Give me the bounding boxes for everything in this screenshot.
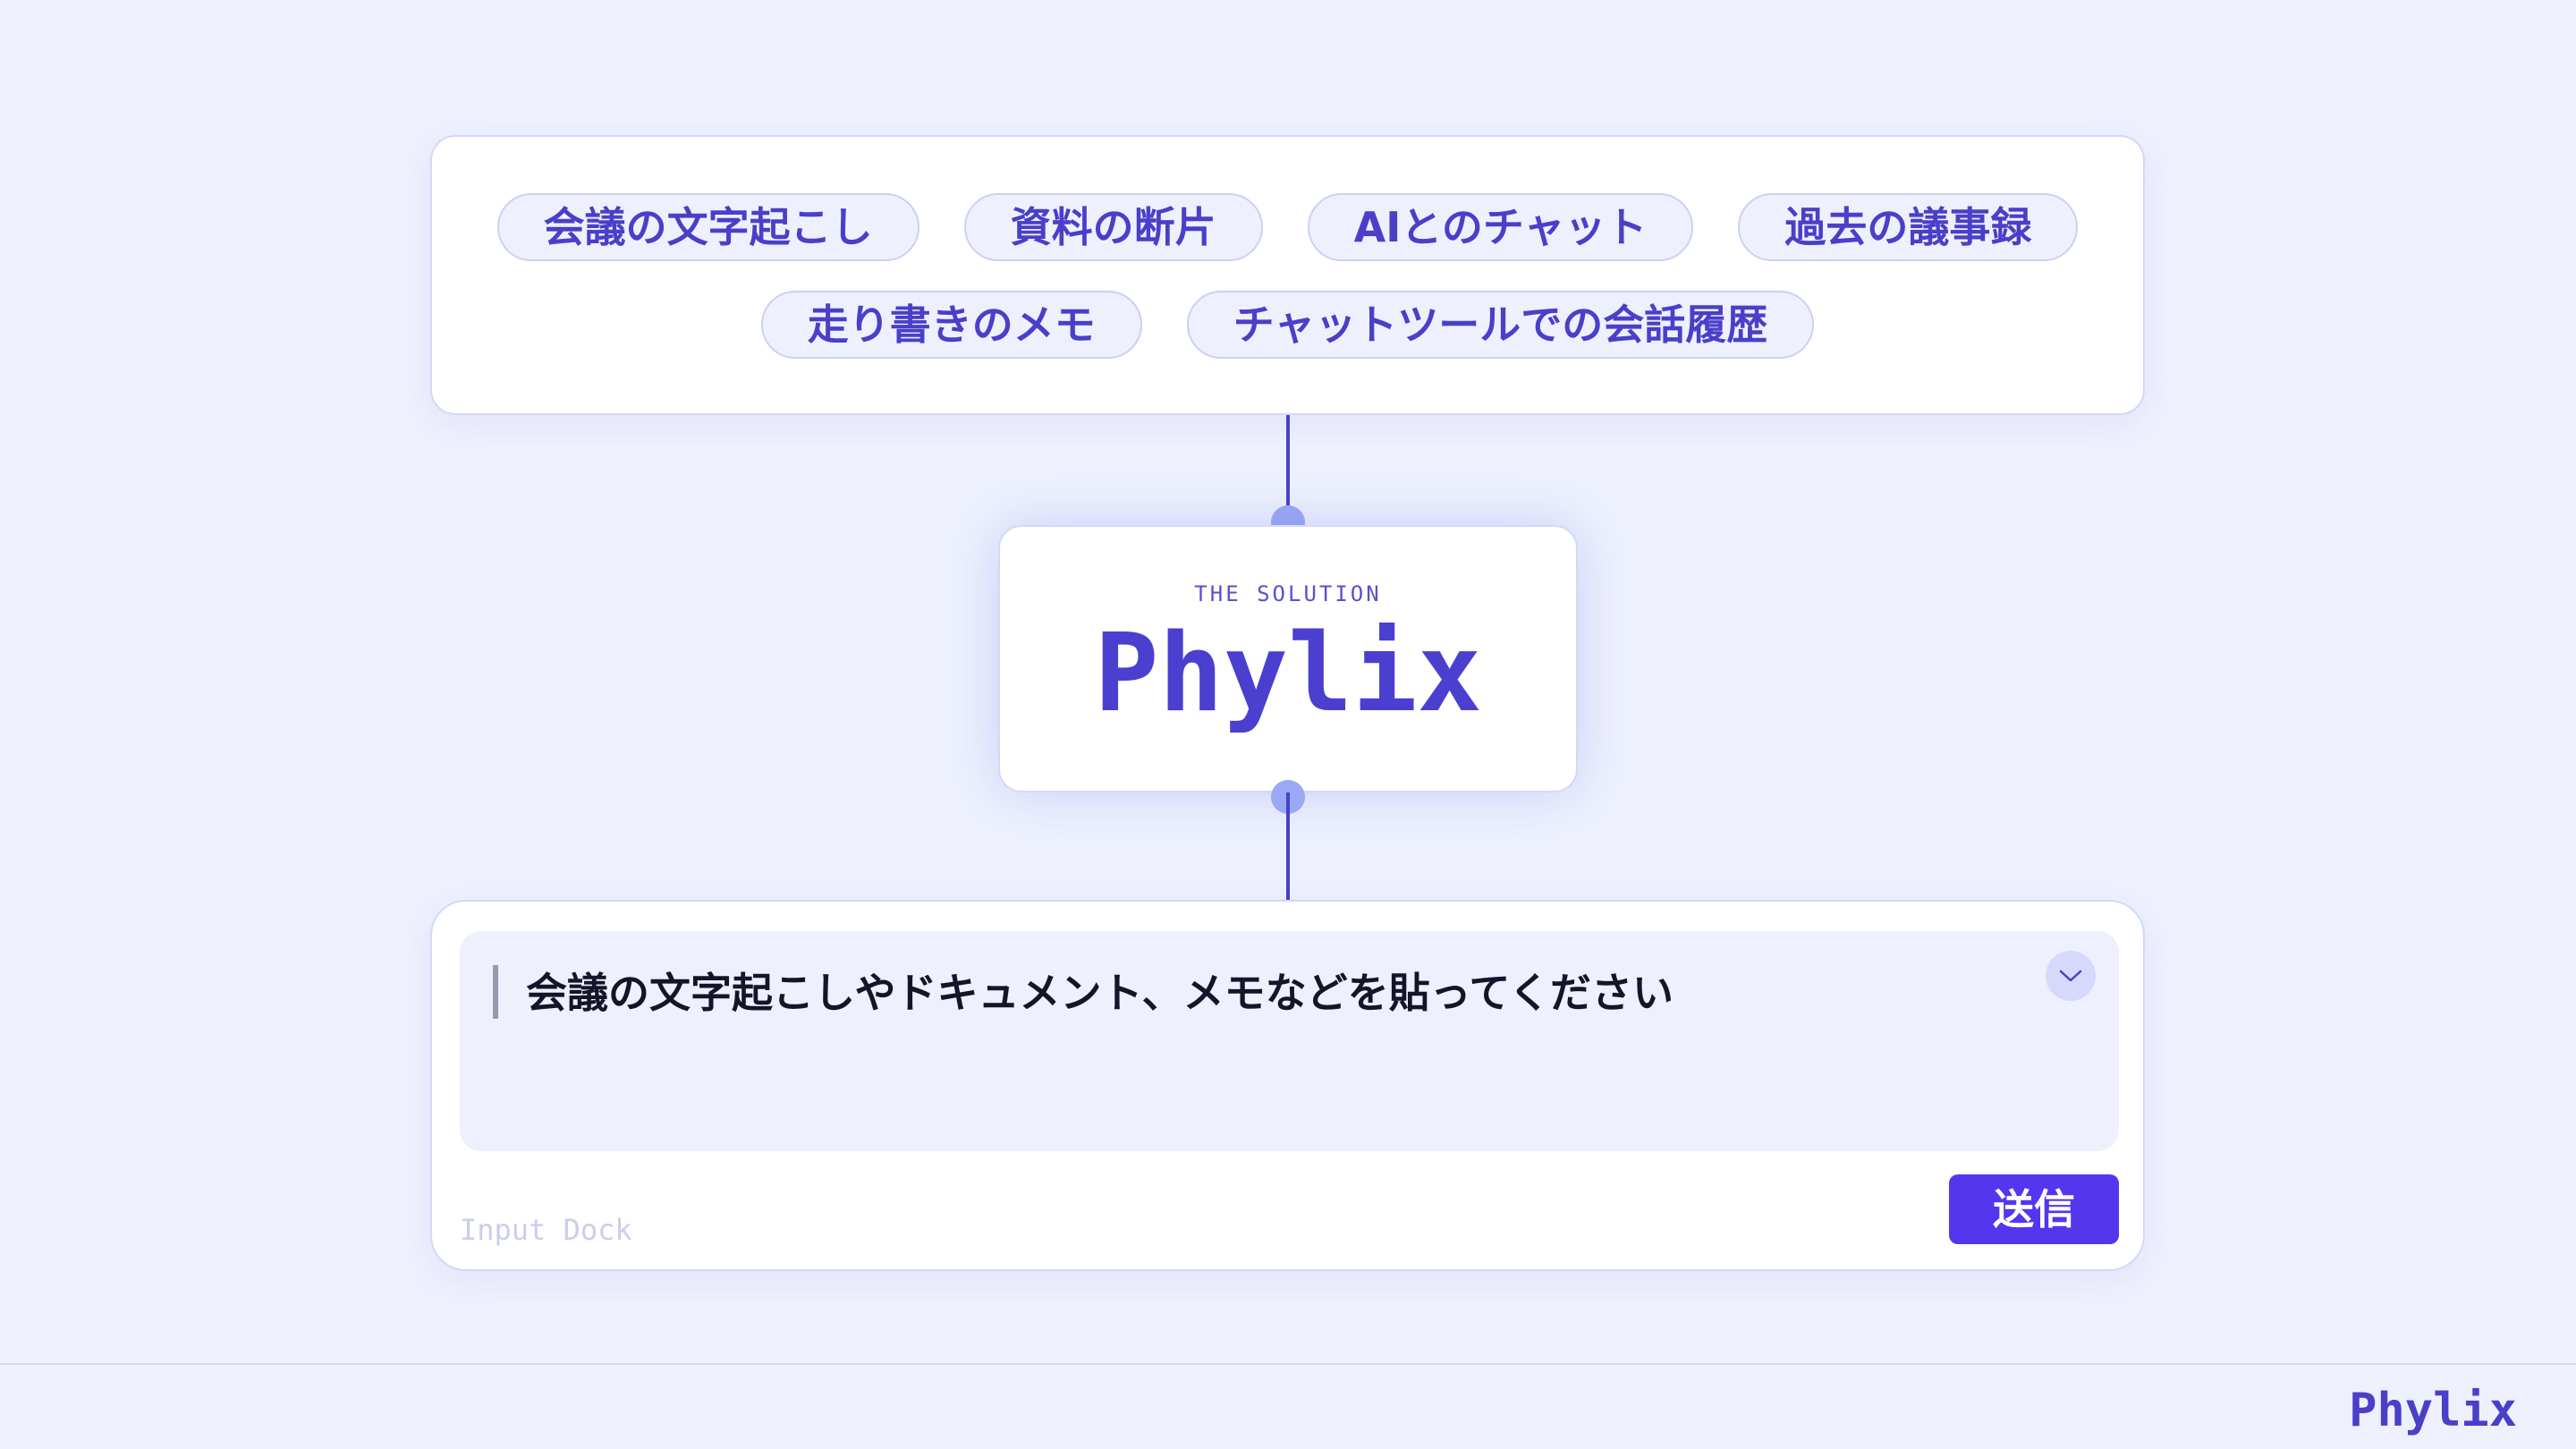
input-dock: 会議の文字起こしやドキュメント、メモなどを貼ってください Input Dock … bbox=[430, 900, 2145, 1271]
connector-line-top bbox=[1286, 415, 1290, 526]
sources-panel: 会議の文字起こし 資料の断片 AIとのチャット 過去の議事録 走り書きのメモ チ… bbox=[430, 135, 2145, 415]
source-chip-chat-history[interactable]: チャットツールでの会話履歴 bbox=[1186, 291, 1815, 359]
solution-title: Phylix bbox=[1094, 612, 1482, 736]
text-caret bbox=[493, 965, 498, 1019]
source-chip-document-fragment[interactable]: 資料の断片 bbox=[963, 193, 1263, 261]
input-dock-label: Input Dock bbox=[460, 1213, 632, 1247]
solution-card: THE SOLUTION Phylix bbox=[998, 525, 1578, 792]
paste-input-field[interactable]: 会議の文字起こしやドキュメント、メモなどを貼ってください bbox=[460, 931, 2119, 1151]
source-chip-transcript[interactable]: 会議の文字起こし bbox=[496, 193, 919, 261]
collapse-button[interactable] bbox=[2046, 951, 2096, 1001]
input-placeholder-text: 会議の文字起こしやドキュメント、メモなどを貼ってください bbox=[526, 969, 1674, 1017]
chip-row: 会議の文字起こし 資料の断片 AIとのチャット 過去の議事録 bbox=[432, 193, 2143, 261]
send-button[interactable]: 送信 bbox=[1949, 1174, 2119, 1244]
footer-brand-logo: Phylix bbox=[2349, 1384, 2517, 1437]
source-chip-past-minutes[interactable]: 過去の議事録 bbox=[1738, 193, 2079, 261]
solution-eyebrow: THE SOLUTION bbox=[1194, 581, 1382, 606]
source-chip-scribbled-notes[interactable]: 走り書きのメモ bbox=[760, 291, 1142, 359]
footer: Phylix bbox=[0, 1363, 2576, 1449]
source-chip-ai-chat[interactable]: AIとのチャット bbox=[1307, 193, 1694, 261]
chip-row: 走り書きのメモ チャットツールでの会話履歴 bbox=[432, 291, 2143, 359]
connector-line-bottom bbox=[1286, 792, 1290, 900]
